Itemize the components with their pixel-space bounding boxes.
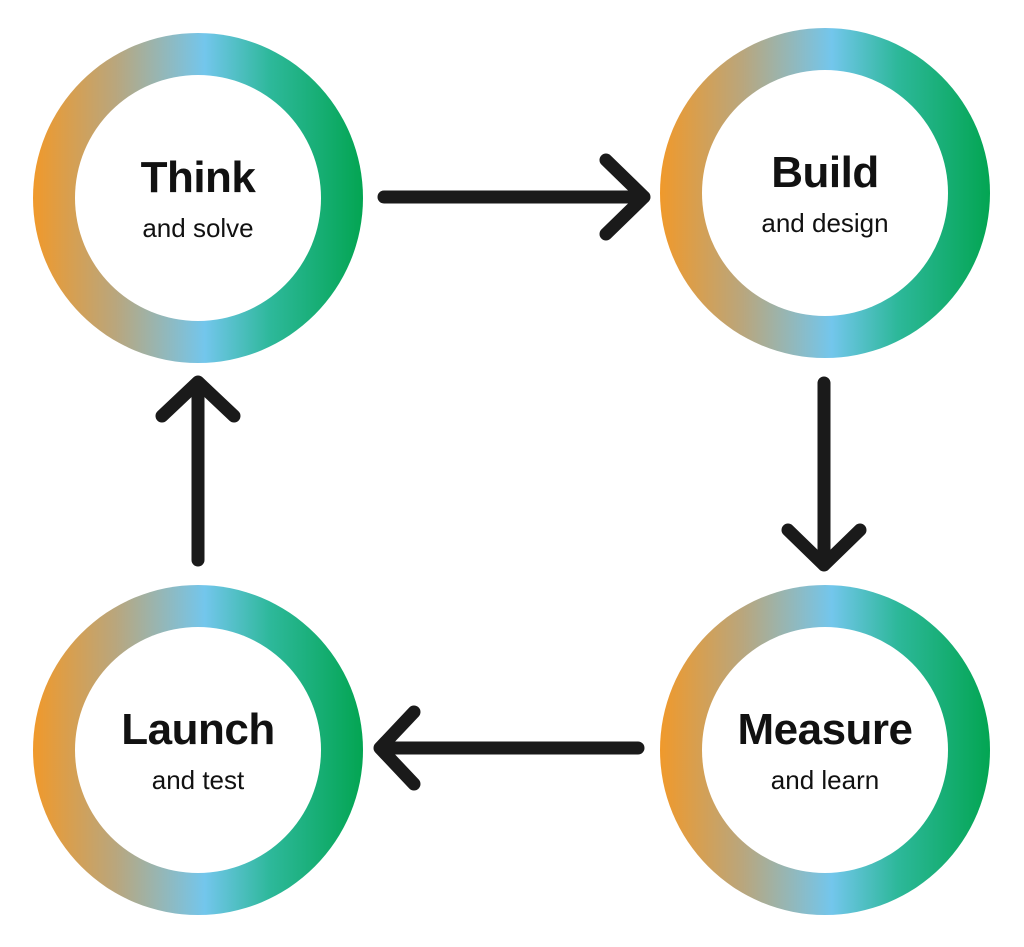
measure-subtitle: and learn	[770, 764, 880, 795]
build-title: Build	[771, 147, 879, 197]
arrow-launch-to-think-icon	[155, 375, 241, 567]
launch-node: Launch and test	[33, 585, 363, 915]
measure-node-center: Measure and learn	[702, 627, 948, 873]
measure-node: Measure and learn	[660, 585, 990, 915]
build-node: Build and design	[660, 28, 990, 358]
think-node: Think and solve	[33, 33, 363, 363]
arrow-measure-to-launch-icon	[373, 705, 645, 791]
launch-subtitle: and test	[151, 764, 245, 795]
arrow-build-to-measure-icon	[781, 376, 867, 572]
build-node-center: Build and design	[702, 70, 948, 316]
launch-title: Launch	[121, 704, 275, 754]
measure-title: Measure	[737, 704, 913, 754]
think-title: Think	[140, 152, 256, 202]
build-subtitle: and design	[761, 207, 889, 238]
think-subtitle: and solve	[142, 212, 254, 243]
think-node-center: Think and solve	[75, 75, 321, 321]
launch-node-center: Launch and test	[75, 627, 321, 873]
arrow-think-to-build-icon	[377, 153, 651, 241]
